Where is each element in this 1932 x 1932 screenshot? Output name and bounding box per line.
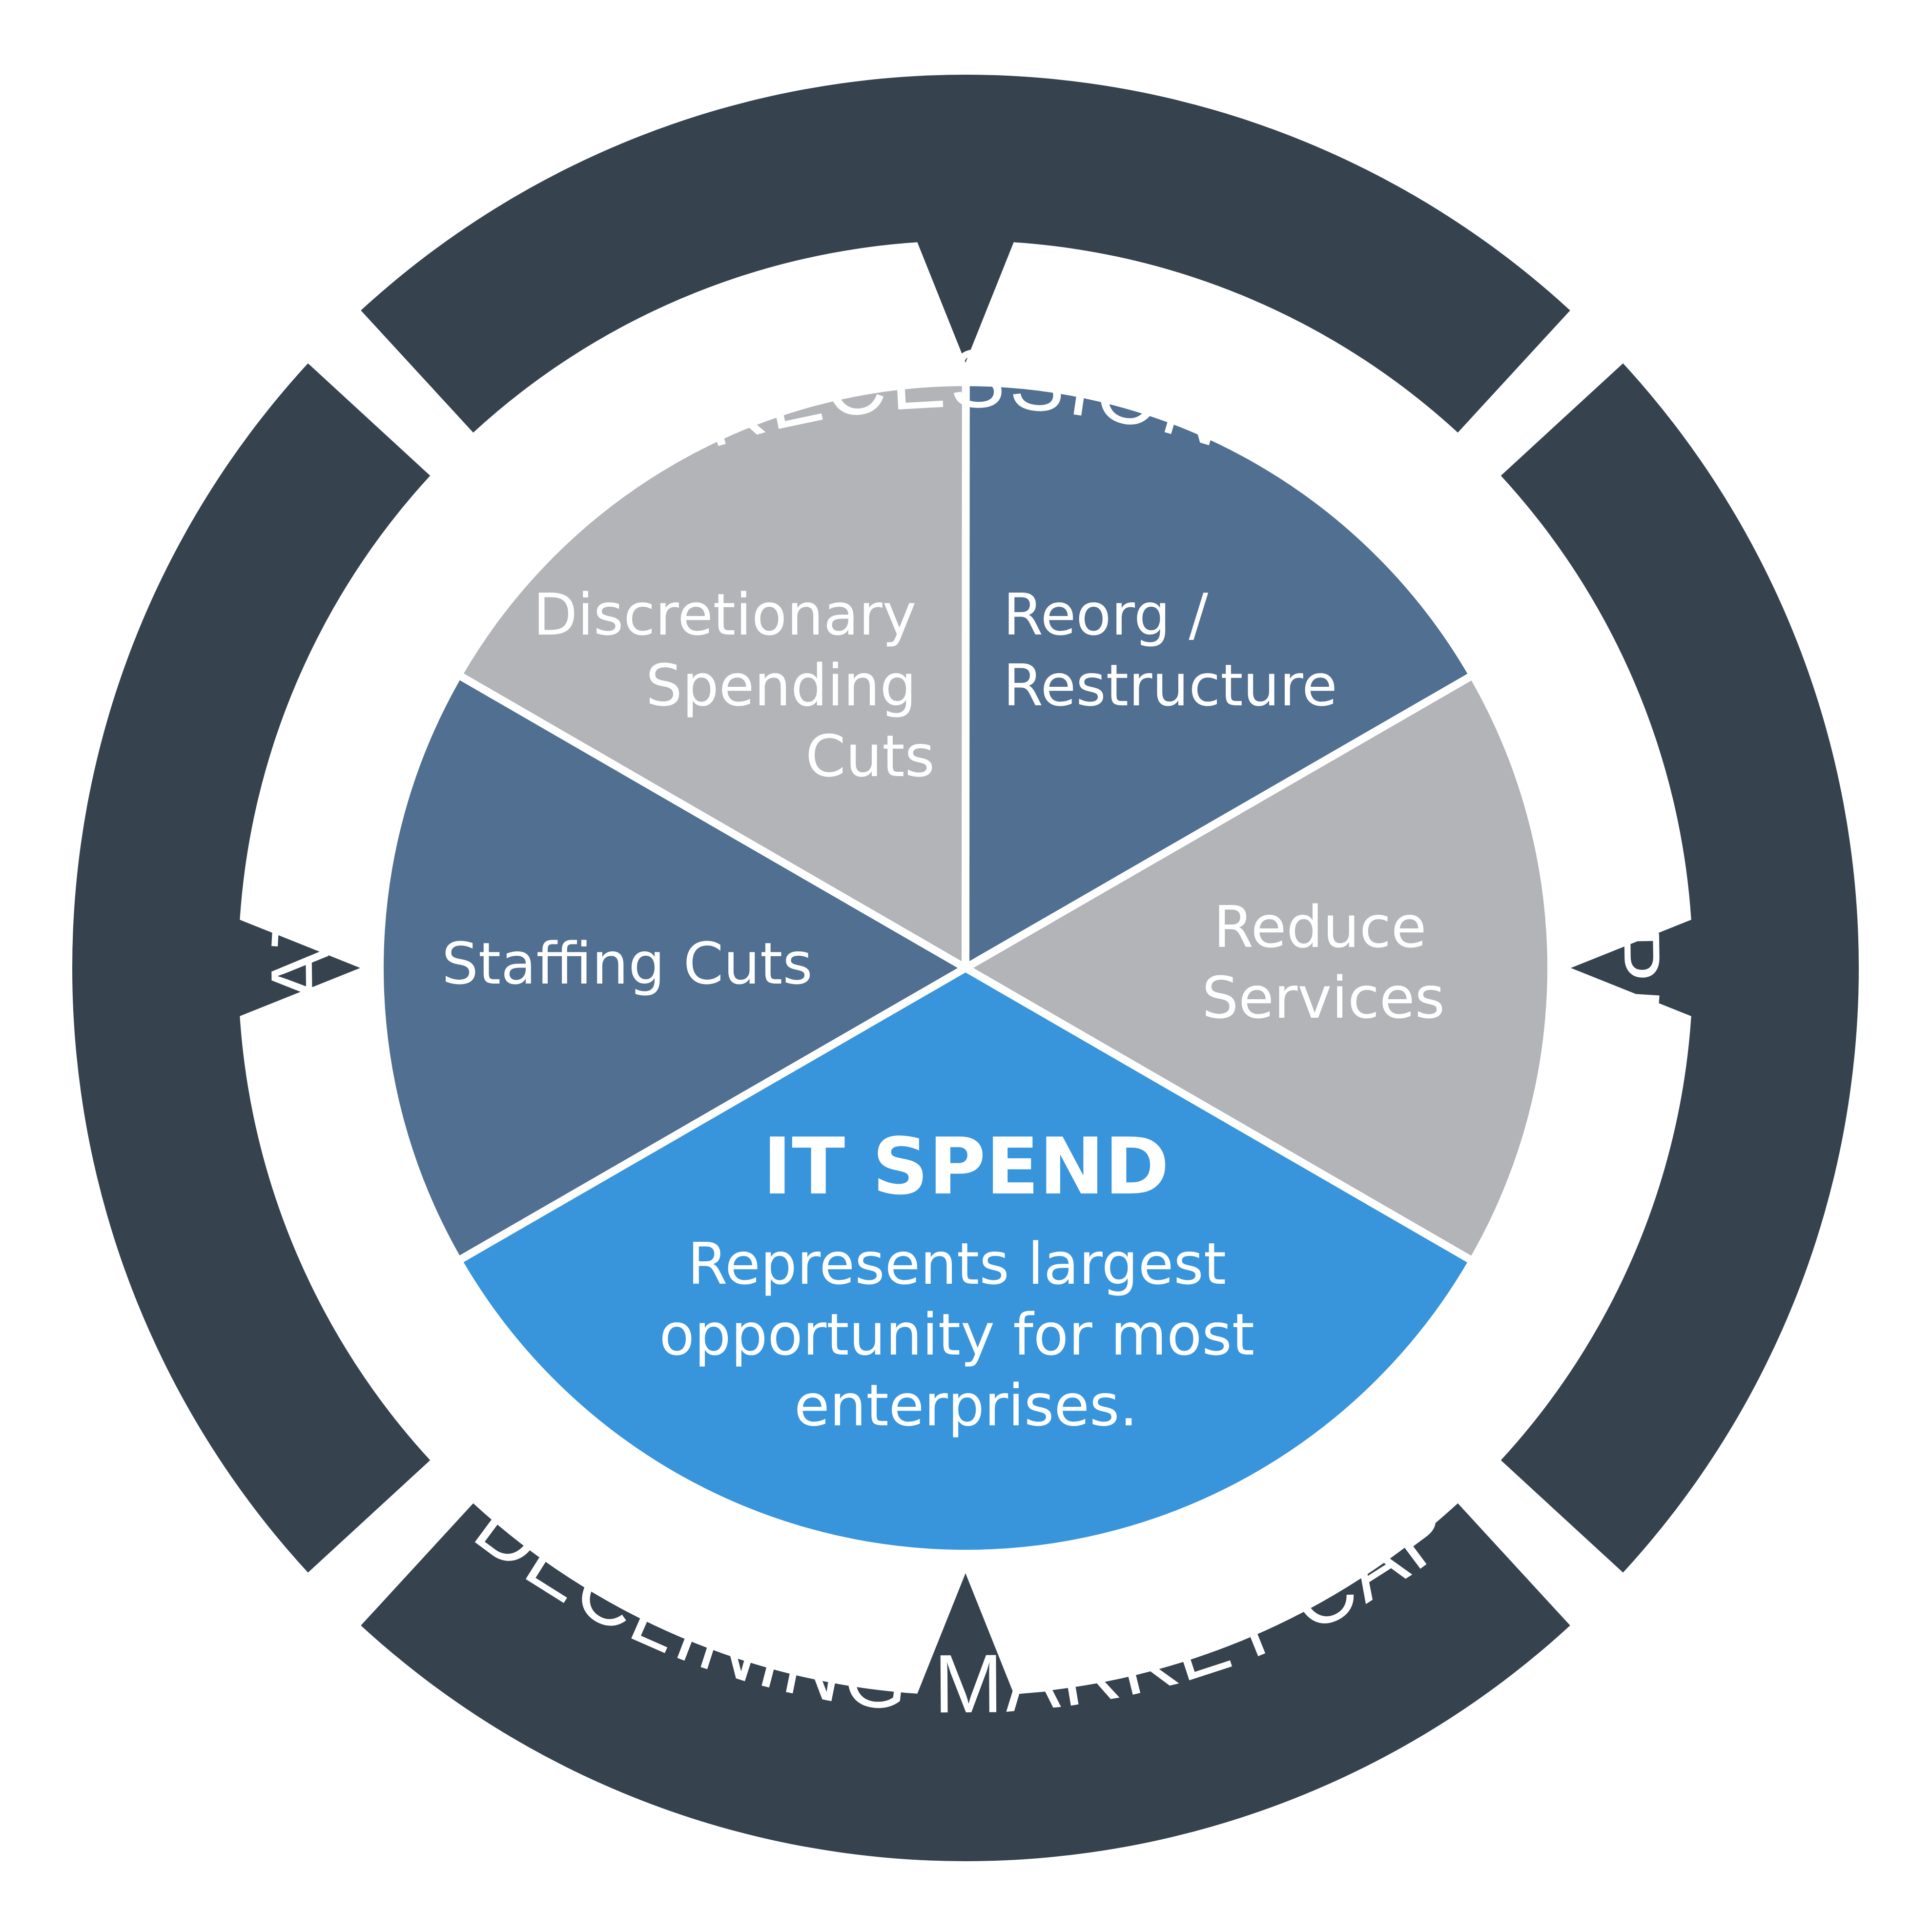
ring-segment-inflation [72,363,431,1573]
slice-labels: Discretionary Spending Cuts Reorg / Rest… [442,581,1445,1439]
pie [375,378,1556,1558]
pie-slice-staffing-cuts [375,669,973,1266]
slice-label-reorg-restructure: Reorg / Restructure [1003,581,1337,719]
ring-segment-recession [361,74,1570,433]
slice-label-discretionary-spending-cuts: Discretionary Spending Cuts [533,581,935,790]
ring-segment-rising-input-costs [1500,363,1859,1573]
it-spend-title: IT SPEND [763,1121,1170,1212]
outer-ring [72,74,1859,1861]
pie-slice-discretionary-spending-cuts [453,378,970,975]
it-spend-description: Represents largest opportunity for most … [659,1230,1273,1439]
ring-label-inflation: INFLATION [254,726,378,1212]
ring-segment-declining-market-cap [361,1503,1570,1861]
slice-label-staffing-cuts: Staffing Cuts [442,930,813,997]
pie-slice-reduce-services [958,670,1556,1267]
pie-slice-reorg-restructure [962,378,1479,975]
slice-label-reduce-services: Reduce Services [1202,893,1445,1031]
